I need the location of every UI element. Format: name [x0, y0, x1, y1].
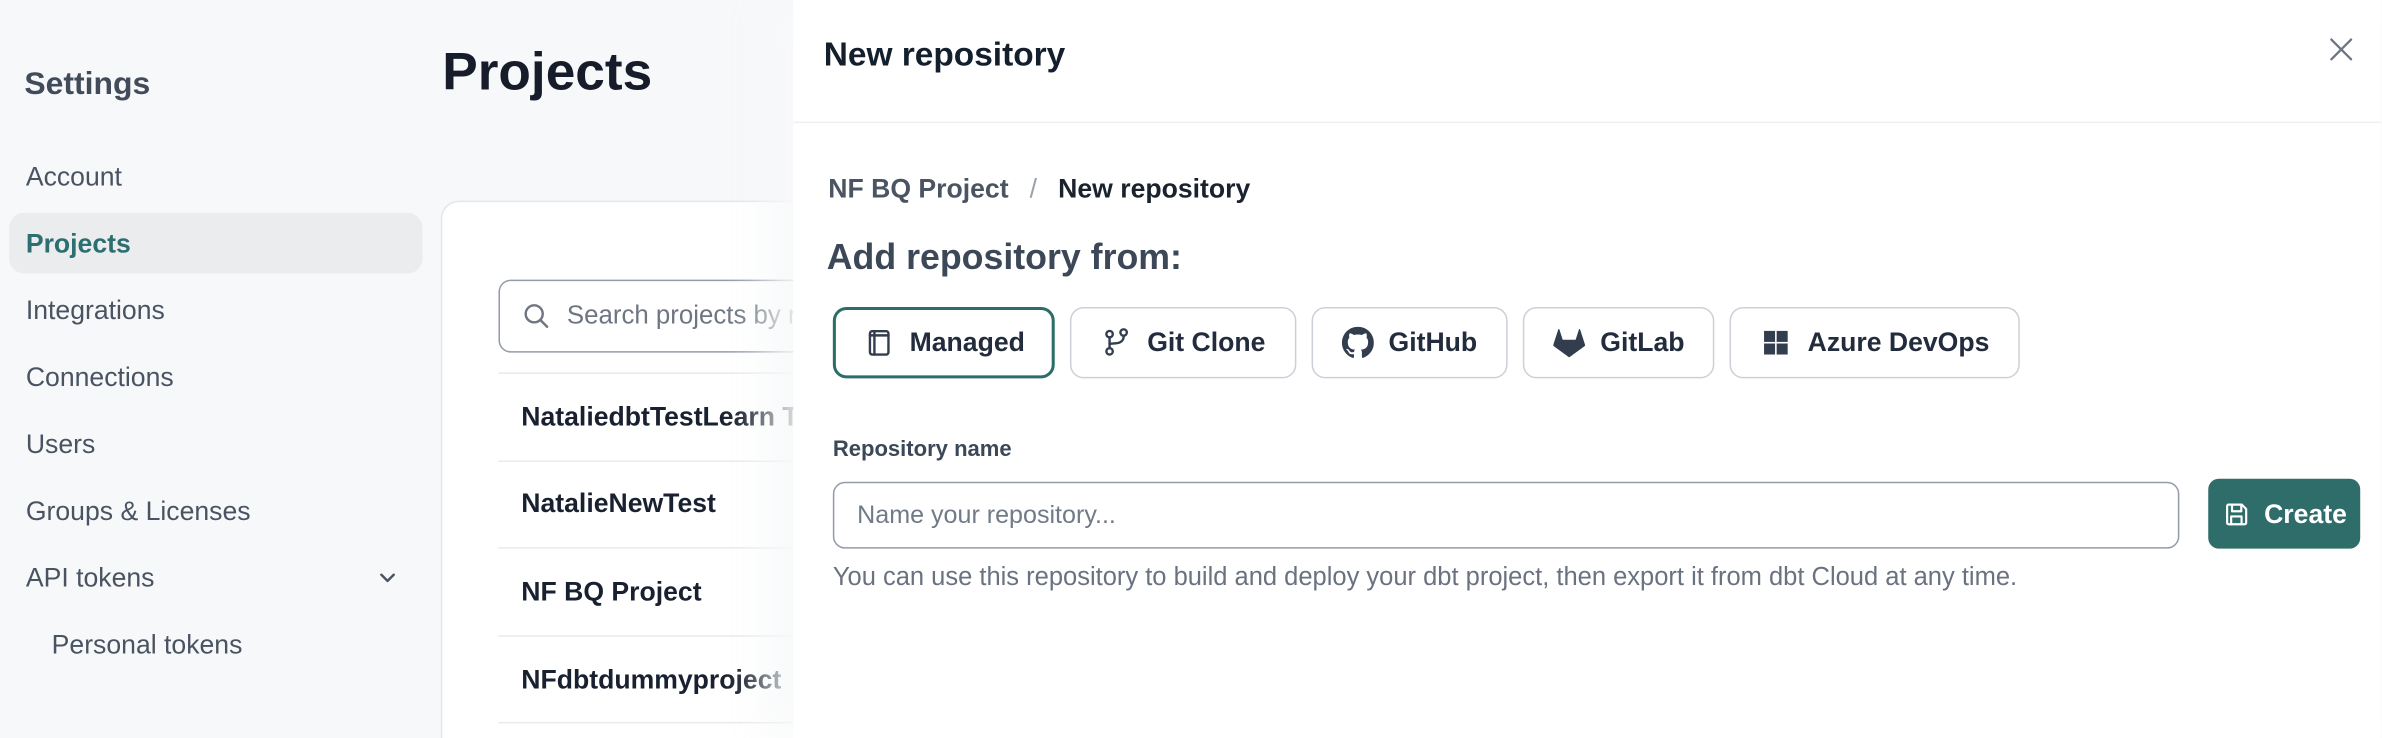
modal-header: New repository	[793, 0, 2382, 124]
sidebar-title: Settings	[24, 66, 151, 102]
sidebar-item-integrations[interactable]: Integrations	[25, 294, 165, 325]
repository-helper-text: You can use this repository to build and…	[832, 562, 2018, 592]
repository-name-label: Repository name	[832, 437, 1012, 463]
settings-sidebar: Settings Account Projects Integrations C…	[0, 0, 441, 738]
sidebar-item-users[interactable]: Users	[25, 427, 96, 459]
sidebar-item-account[interactable]: Account	[25, 160, 122, 191]
git-branch-icon	[1104, 328, 1128, 356]
page-title: Projects	[442, 42, 653, 102]
chevron-down-icon	[380, 573, 395, 583]
breadcrumb: NF BQ Project / New repository	[828, 173, 1250, 205]
sidebar-item-projects[interactable]: Projects	[9, 212, 423, 274]
breadcrumb-current: New repository	[1058, 173, 1251, 204]
github-icon	[1341, 326, 1374, 358]
sidebar-item-personal-tokens[interactable]: Personal tokens	[51, 628, 243, 659]
source-azure-devops-button[interactable]: Azure DevOps	[1730, 306, 2020, 379]
create-button[interactable]: Create	[2208, 478, 2361, 549]
new-repository-modal: New repository NF BQ Project / New repos…	[793, 0, 2382, 738]
sidebar-item-connections[interactable]: Connections	[25, 360, 174, 392]
sidebar-nav: Account Projects Integrations Connection…	[9, 140, 423, 681]
source-github-button[interactable]: GitHub	[1311, 306, 1508, 379]
source-gitlab-button[interactable]: GitLab	[1522, 306, 1715, 379]
repository-source-options: Managed Git Clone GitHub GitLab Azure De…	[832, 306, 2020, 379]
close-button[interactable]	[2319, 27, 2362, 70]
close-icon	[2329, 37, 2352, 60]
add-repository-heading: Add repository from:	[826, 237, 1182, 277]
breadcrumb-parent[interactable]: NF BQ Project	[828, 173, 1009, 204]
sidebar-item-api-tokens[interactable]: API tokens	[9, 547, 422, 608]
modal-title: New repository	[823, 34, 1066, 73]
azure-devops-icon	[1764, 330, 1789, 355]
repo-icon	[867, 330, 889, 356]
save-icon	[2225, 502, 2247, 525]
search-icon	[524, 304, 549, 328]
repository-name-input[interactable]	[832, 481, 2180, 549]
breadcrumb-separator: /	[1029, 173, 1038, 204]
source-git-clone-button[interactable]: Git Clone	[1069, 306, 1296, 379]
sidebar-item-groups-licenses[interactable]: Groups & Licenses	[25, 494, 251, 526]
gitlab-icon	[1553, 329, 1586, 358]
source-managed-button[interactable]: Managed	[832, 306, 1055, 379]
